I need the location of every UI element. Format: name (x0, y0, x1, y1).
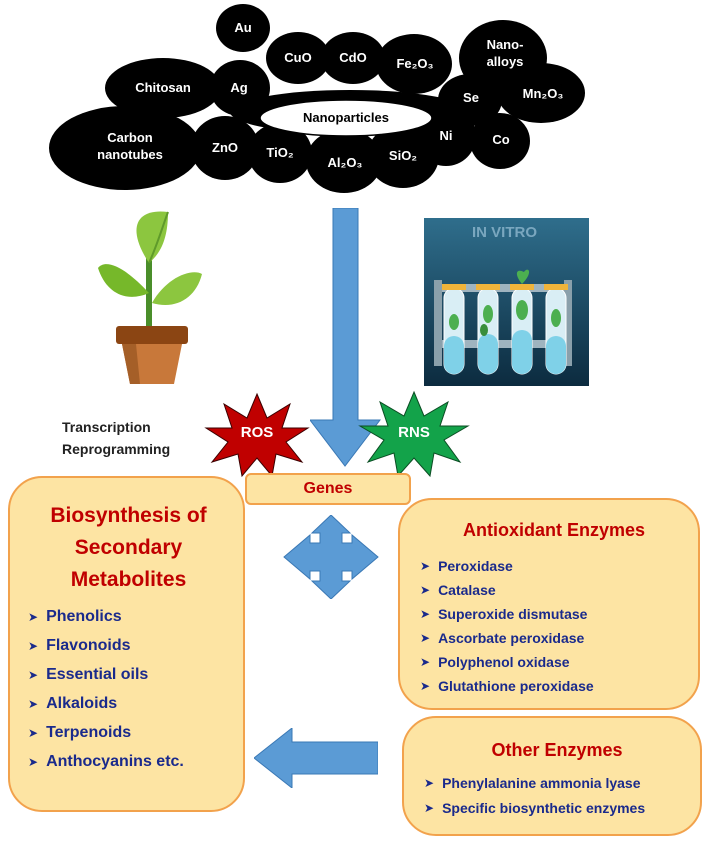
antioxidant-item: ➤ Catalase (420, 578, 688, 602)
in-vitro-label: IN VITRO (472, 224, 538, 241)
in-vitro-panel: IN VITRO (424, 218, 589, 386)
antioxidant-item: ➤ Peroxidase (420, 554, 688, 578)
np-center-label: Nanoparticles (303, 109, 389, 125)
np-au: Au (234, 19, 252, 35)
ros-burst (204, 392, 310, 478)
np-nanoalloys: Nano- alloys (486, 37, 524, 69)
arrow-bullet-icon: ➤ (28, 754, 39, 769)
arrow-bullet-icon: ➤ (420, 583, 431, 597)
item-label: Anthocyanins etc. (46, 752, 184, 770)
antioxidant-list: ➤ Peroxidase ➤ Catalase ➤ Superoxide dismut… (420, 554, 688, 698)
biosynthesis-list: ➤ Phenolics ➤ Flavonoids ➤ Essential oils ➤… (28, 602, 233, 776)
arrow-bullet-icon: ➤ (420, 559, 431, 573)
np-chitosan: Chitosan (135, 79, 191, 95)
ros-label: ROS (240, 424, 274, 441)
np-cuo: CuO (284, 49, 312, 65)
item-label: Catalase (438, 582, 496, 598)
arrow-bullet-icon: ➤ (420, 655, 431, 669)
nanoparticle-blobs (49, 4, 585, 193)
item-label: Superoxide dismutase (438, 606, 588, 622)
transcription-line1: Transcription (62, 419, 151, 435)
arrow-bullet-icon: ➤ (28, 667, 39, 682)
other-enzymes-box: Other Enzymes ➤ Phenylalanine ammonia lya… (402, 716, 702, 836)
biosynthesis-item: ➤ Terpenoids (28, 718, 233, 747)
antioxidant-item: ➤ Polyphenol oxidase (420, 650, 688, 674)
item-label: Ascorbate peroxidase (438, 630, 585, 646)
item-label: Specific biosynthetic enzymes (442, 799, 646, 816)
rns-burst (358, 390, 470, 478)
other-enzymes-item: ➤ Specific biosynthetic enzymes (424, 795, 690, 820)
test-tubes-icon (434, 269, 572, 375)
antioxidant-item: ➤ Glutathione peroxidase (420, 674, 688, 698)
np-se: Se (463, 89, 479, 105)
arrow-bullet-icon: ➤ (28, 638, 39, 653)
np-fe2o3: Fe₂O₃ (396, 55, 434, 71)
biosynthesis-item: ➤ Essential oils (28, 660, 233, 689)
left-arrow (254, 728, 378, 788)
biosynthesis-item: ➤ Flavonoids (28, 631, 233, 660)
rns-label: RNS (398, 424, 430, 441)
np-mn2o3: Mn₂O₃ (522, 85, 564, 101)
np-al2o3: Al₂O₃ (327, 154, 363, 170)
arrow-bullet-icon: ➤ (28, 696, 39, 711)
biosynthesis-title: Biosynthesis of Secondary Metabolites (50, 504, 207, 591)
item-label: Glutathione peroxidase (438, 678, 594, 694)
genes-box: Genes (245, 473, 411, 505)
arrow-bullet-icon: ➤ (420, 607, 431, 621)
item-label: Terpenoids (46, 723, 132, 741)
np-cdo: CdO (339, 49, 367, 65)
biosynthesis-item: ➤ Phenolics (28, 602, 233, 631)
np-carbon-nanotubes: Carbon nanotubes (97, 130, 163, 162)
antioxidant-title: Antioxidant Enzymes (462, 520, 646, 540)
potted-plant-icon (98, 211, 202, 384)
other-enzymes-title: Other Enzymes (491, 740, 623, 760)
biosynthesis-item: ➤ Anthocyanins etc. (28, 747, 233, 776)
arrow-bullet-icon: ➤ (424, 775, 435, 790)
arrow-bullet-icon: ➤ (420, 631, 431, 645)
item-label: Phenylalanine ammonia lyase (442, 774, 641, 791)
four-way-arrow (283, 515, 379, 599)
transcription-label: Transcription Reprogramming (62, 416, 170, 460)
antioxidant-box: Antioxidant Enzymes ➤ Peroxidase ➤ Catalas… (398, 498, 700, 710)
down-arrow (310, 208, 382, 467)
biosynthesis-item: ➤ Alkaloids (28, 689, 233, 718)
antioxidant-item: ➤ Superoxide dismutase (420, 602, 688, 626)
arrow-bullet-icon: ➤ (424, 800, 435, 815)
nanoparticle-cluster: Au CuO CdO Fe₂O₃ Nano- alloys Chitosan A… (0, 0, 709, 200)
item-label: Phenolics (46, 607, 122, 625)
arrow-bullet-icon: ➤ (420, 679, 431, 693)
arrow-bullet-icon: ➤ (28, 725, 39, 740)
genes-label: Genes (303, 480, 353, 497)
np-co: Co (492, 131, 510, 147)
np-ni: Ni (439, 127, 453, 143)
item-label: Flavonoids (46, 636, 131, 654)
np-zno: ZnO (212, 139, 238, 155)
biosynthesis-box: Biosynthesis of Secondary Metabolites ➤ P… (8, 476, 245, 812)
item-label: Polyphenol oxidase (438, 654, 570, 670)
np-sio2: SiO₂ (388, 147, 418, 163)
np-ag: Ag (230, 79, 248, 95)
arrow-bullet-icon: ➤ (28, 609, 39, 624)
antioxidant-item: ➤ Ascorbate peroxidase (420, 626, 688, 650)
np-tio2: TiO₂ (266, 144, 294, 160)
other-enzymes-item: ➤ Phenylalanine ammonia lyase (424, 770, 690, 795)
item-label: Essential oils (46, 665, 149, 683)
transcription-line2: Reprogramming (62, 441, 171, 457)
item-label: Alkaloids (46, 694, 118, 712)
item-label: Peroxidase (438, 558, 513, 574)
other-enzymes-list: ➤ Phenylalanine ammonia lyase ➤ Specific b… (424, 770, 690, 820)
